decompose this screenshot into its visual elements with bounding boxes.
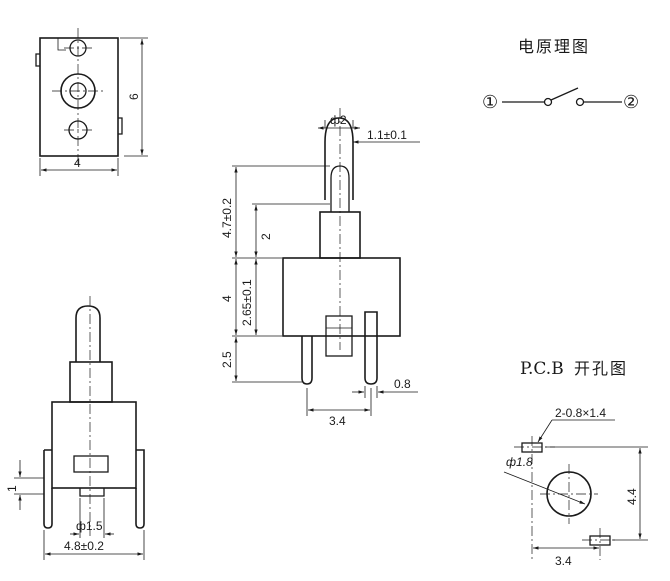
pin2-label: ② [623,92,639,113]
dim-side-offset: 1 [5,485,19,492]
dim-plunger-tol: 1.1±0.1 [367,128,407,142]
dim-travel-part: 2 [259,233,273,240]
dim-pcb-height: 4.4 [625,488,639,505]
dim-pcb-slot: 2-0.8×1.4 [555,406,606,420]
dim-top-height: 6 [127,93,141,100]
pin1-label: ① [482,92,498,113]
dim-body-height: 4 [220,295,234,302]
side-plunger [75,305,101,362]
dim-pcb-hole: ф1.8 [506,455,533,469]
pcb-title-suffix: 开孔图 [574,359,628,378]
contact-right [575,97,585,107]
pin-right [364,311,378,385]
plunger [324,117,354,200]
dim-side-phi: ф1.5 [76,519,103,533]
dim-phi-plunger: ф2 [330,113,347,127]
dim-travel-total: 4.7±0.2 [220,198,234,238]
side-pin-right [135,449,145,529]
center-pin [325,315,353,357]
top-view-body [39,37,119,157]
side-body [51,401,137,489]
dim-side-width: 4.8±0.2 [64,539,104,553]
dim-pin-length: 2.5 [220,351,234,368]
dim-body-height-part: 2.65±0.1 [240,279,254,326]
dim-top-width: 4 [74,156,81,170]
contact-left [543,97,553,107]
switch-body [282,257,401,337]
schematic-title: 电原理图 [518,37,590,56]
top-view: 4 6 [35,28,148,176]
schematic: 电原理图 ① ② [482,37,639,113]
side-stem [69,361,113,403]
switch-arm [550,87,579,101]
side-pin-left [43,449,53,529]
pcb-title-prefix: P.C.B [520,359,564,379]
pin-left [301,336,313,385]
dim-pin-pitch-front: 3.4 [329,414,346,428]
side-view: 1 ф1.5 4.8±0.2 [5,296,145,560]
dim-pin-thickness: 0.8 [394,377,411,391]
front-view: ф2 1.1±0.1 4.7±0.2 2 4 2.65±0.1 2.5 3.4 … [220,108,420,428]
side-center-block [73,455,109,473]
dim-pcb-pitch: 3.4 [555,554,572,568]
pcb-layout: P.C.B 开孔图 2-0.8×1.4 ф1.8 4.4 3.4 [503,359,648,568]
